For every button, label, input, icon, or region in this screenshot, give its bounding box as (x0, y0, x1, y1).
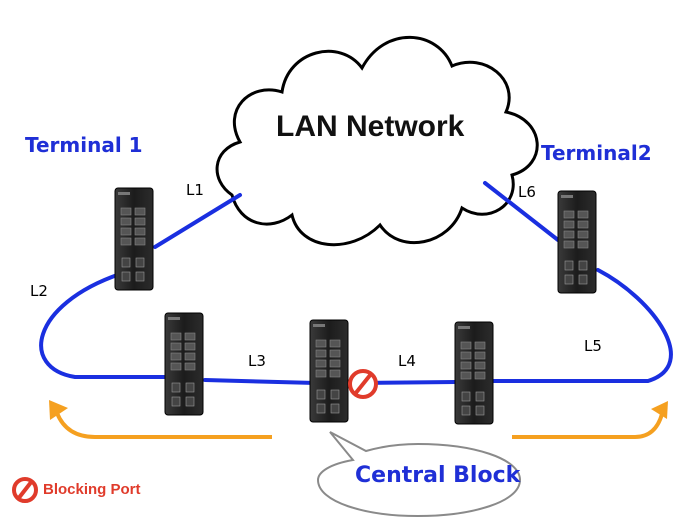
cloud-icon (215, 35, 539, 247)
link-l1 (153, 193, 242, 249)
switch-icon (164, 312, 204, 416)
link-l3 (203, 378, 318, 385)
arrow-left-head (49, 400, 68, 420)
link-label-l6: L6 (518, 183, 536, 201)
arrow-right-head (651, 401, 668, 419)
link-l2 (39, 272, 172, 379)
switch-icon (114, 187, 154, 291)
link-label-l1: L1 (186, 181, 204, 199)
blocking-legend-icon (12, 477, 38, 503)
callout-bubble (316, 431, 522, 518)
link-l5 (491, 268, 673, 383)
link-label-l3: L3 (248, 352, 266, 370)
cloud-label: LAN Network (276, 110, 465, 143)
link-lines (39, 181, 673, 385)
link-l6 (483, 181, 560, 242)
callout-label: Central Block (355, 463, 521, 488)
arrow-right-icon (512, 413, 664, 439)
switch-icon (557, 190, 597, 294)
link-label-l4: L4 (398, 352, 416, 370)
legend-label: Blocking Port (43, 481, 141, 498)
switch-icon (309, 319, 349, 423)
terminal-1-label: Terminal 1 (25, 133, 143, 157)
blocking-port-icon (348, 369, 378, 399)
arrow-left-icon (55, 412, 272, 439)
link-label-l2: L2 (30, 282, 48, 300)
switch-icon (454, 321, 494, 425)
terminal-2-label: Terminal2 (541, 141, 652, 165)
link-label-l5: L5 (584, 337, 602, 355)
